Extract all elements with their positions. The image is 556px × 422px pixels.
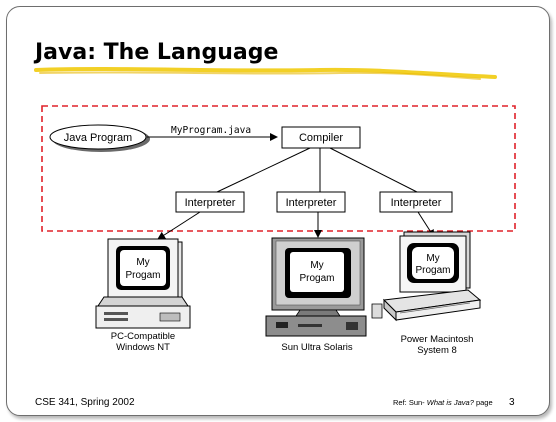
pc-computer-icon: My Progam xyxy=(95,238,191,329)
file-name-label: MyProgram.java xyxy=(171,125,251,136)
screen-text: Progam xyxy=(299,273,334,284)
footer-reference: Ref: Sun- What is Java? page xyxy=(393,398,493,407)
machine-caption-mac: Power Macintosh System 8 xyxy=(382,334,492,356)
interpreter-node: Interpreter xyxy=(379,191,453,213)
interpreter-node: Interpreter xyxy=(175,191,245,213)
screen-text: Progam xyxy=(125,270,160,281)
branch-line xyxy=(329,147,418,193)
screen-text: My xyxy=(310,260,323,271)
runtime-region xyxy=(41,105,516,232)
caption-line: System 8 xyxy=(417,345,457,356)
screen-text: My xyxy=(136,257,149,268)
title-underline xyxy=(34,67,497,80)
page-number: 3 xyxy=(509,397,515,408)
caption-line: Sun Ultra Solaris xyxy=(281,342,353,353)
java-program-node: Java Program xyxy=(49,124,150,152)
branch-line xyxy=(216,147,311,193)
slide-title: Java: The Language xyxy=(35,40,279,65)
caption-line: PC-Compatible xyxy=(110,331,176,342)
run-arrow xyxy=(157,211,201,240)
reference-suffix: page xyxy=(473,398,493,407)
screen-text: My xyxy=(426,253,439,264)
interpreter-label: Interpreter xyxy=(391,197,442,209)
machine-caption-pc: PC-Compatible Windows NT xyxy=(88,331,198,353)
power-macintosh-icon: My Progam xyxy=(371,231,482,322)
interpreter-label: Interpreter xyxy=(185,197,236,209)
caption-line: Power Macintosh xyxy=(400,334,474,345)
screen-text: Progam xyxy=(415,265,450,276)
footer-course: CSE 341, Spring 2002 xyxy=(35,397,135,408)
reference-title: What is Java? xyxy=(426,398,474,407)
machine-caption-sun: Sun Ultra Solaris xyxy=(262,342,372,353)
java-program-label: Java Program xyxy=(64,132,132,144)
caption-line: Windows NT xyxy=(116,342,170,353)
interpreter-node: Interpreter xyxy=(276,191,346,213)
compiler-label: Compiler xyxy=(299,132,343,144)
interpreter-label: Interpreter xyxy=(286,197,337,209)
compiler-node: Compiler xyxy=(281,126,361,149)
sun-workstation-icon: My Progam xyxy=(265,237,367,337)
reference-prefix: Ref: Sun- xyxy=(393,398,427,407)
